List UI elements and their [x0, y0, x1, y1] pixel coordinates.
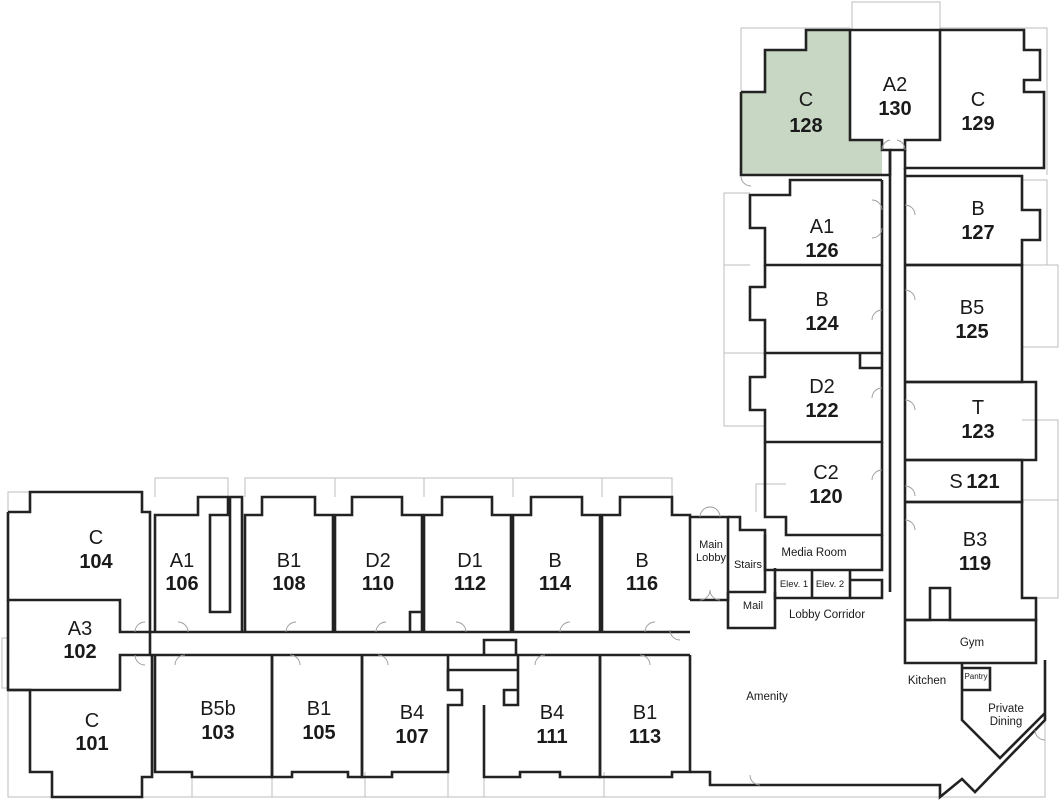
- unit-122[interactable]: D2 122: [750, 353, 882, 442]
- svg-text:B: B: [815, 289, 828, 311]
- unit-111[interactable]: B4 111: [484, 702, 600, 777]
- svg-text:C: C: [85, 710, 99, 732]
- svg-text:122: 122: [805, 400, 838, 422]
- svg-text:119: 119: [959, 553, 991, 575]
- main-lobby-label-2: Lobby: [696, 552, 726, 564]
- svg-text:C: C: [89, 527, 103, 549]
- unit-107[interactable]: B4 107: [362, 655, 448, 777]
- media-room-label: Media Room: [781, 547, 846, 559]
- svg-text:A1: A1: [170, 550, 194, 572]
- svg-text:A3: A3: [68, 618, 92, 640]
- svg-text:111: 111: [536, 726, 567, 748]
- gym-label: Gym: [960, 637, 984, 649]
- svg-text:B4: B4: [540, 702, 564, 724]
- pantry-label: Pantry: [964, 672, 987, 681]
- unit-120[interactable]: C2 120: [765, 442, 882, 535]
- svg-text:121: 121: [966, 471, 999, 493]
- svg-text:128: 128: [789, 115, 822, 137]
- svg-text:120: 120: [809, 486, 842, 508]
- private-dining-label-2: Dining: [990, 716, 1023, 728]
- svg-text:113: 113: [629, 726, 661, 748]
- svg-text:129: 129: [961, 113, 994, 135]
- svg-text:B5: B5: [960, 297, 984, 319]
- svg-text:110: 110: [362, 573, 394, 595]
- unit-105[interactable]: B1 105: [272, 655, 362, 777]
- svg-text:S: S: [949, 471, 962, 493]
- unit-112[interactable]: D1 112: [424, 497, 511, 632]
- svg-text:124: 124: [805, 313, 839, 335]
- svg-text:114: 114: [539, 573, 572, 595]
- svg-text:108: 108: [272, 573, 305, 595]
- svg-text:101: 101: [75, 733, 108, 755]
- unit-114[interactable]: B 114: [513, 497, 600, 632]
- svg-text:125: 125: [955, 321, 988, 343]
- kitchen-label: Kitchen: [908, 675, 946, 687]
- svg-text:106: 106: [165, 573, 198, 595]
- unit-104[interactable]: C 104: [8, 492, 150, 600]
- unit-113[interactable]: B1 113: [600, 655, 690, 777]
- svg-text:C: C: [971, 89, 985, 111]
- svg-text:C2: C2: [813, 462, 839, 484]
- walls: [6, 28, 1047, 800]
- svg-text:B: B: [971, 198, 984, 220]
- main-lobby[interactable]: Main Lobby: [690, 517, 728, 600]
- svg-text:B4: B4: [400, 702, 424, 724]
- main-lobby-label-1: Main: [699, 539, 723, 551]
- unit-106[interactable]: A1 106: [155, 497, 242, 632]
- svg-text:D2: D2: [809, 376, 835, 398]
- svg-text:B3: B3: [963, 529, 987, 551]
- unit-103[interactable]: B5b 103: [155, 655, 272, 777]
- svg-text:123: 123: [961, 421, 994, 443]
- unit-126[interactable]: A1 126: [750, 180, 882, 265]
- unit-130[interactable]: A2 130: [850, 30, 940, 140]
- svg-text:112: 112: [454, 573, 486, 595]
- mail-label: Mail: [743, 600, 763, 612]
- elev-2-label: Elev. 2: [816, 579, 844, 590]
- elev-1-label: Elev. 1: [780, 579, 808, 590]
- svg-text:B1: B1: [307, 698, 331, 720]
- unit-119[interactable]: B3 119: [905, 502, 1022, 598]
- unit-127[interactable]: B 127: [905, 176, 1022, 265]
- unit-121[interactable]: S 121: [905, 460, 1022, 502]
- svg-text:103: 103: [201, 722, 234, 744]
- svg-text:B1: B1: [277, 550, 301, 572]
- unit-110[interactable]: D2 110: [335, 497, 422, 632]
- unit-129[interactable]: C 129: [940, 30, 1044, 168]
- svg-text:C: C: [799, 89, 813, 111]
- stairs-label: Stairs: [734, 559, 763, 571]
- unit-124[interactable]: B 124: [750, 265, 882, 353]
- svg-text:B: B: [635, 550, 648, 572]
- unit-116[interactable]: B 116: [602, 497, 690, 632]
- svg-text:116: 116: [626, 573, 658, 595]
- svg-text:B1: B1: [633, 702, 657, 724]
- door-swings: [134, 139, 1046, 786]
- svg-text:D2: D2: [365, 550, 391, 572]
- svg-text:A2: A2: [883, 74, 907, 96]
- private-dining-label-1: Private: [988, 703, 1024, 715]
- svg-text:104: 104: [79, 551, 113, 573]
- svg-text:B5b: B5b: [200, 698, 236, 720]
- unit-128[interactable]: C 128: [741, 30, 850, 175]
- amenity-label: Amenity: [746, 691, 788, 703]
- unit-125[interactable]: B5 125: [905, 265, 1022, 382]
- lobby-corridor-label: Lobby Corridor: [789, 609, 865, 621]
- svg-text:B: B: [548, 550, 561, 572]
- svg-text:107: 107: [395, 726, 428, 748]
- unit-108[interactable]: B1 108: [245, 497, 333, 632]
- svg-text:D1: D1: [457, 550, 483, 572]
- svg-text:A1: A1: [810, 216, 834, 238]
- svg-text:126: 126: [805, 240, 838, 262]
- unit-102[interactable]: A3 102: [8, 600, 120, 690]
- unit-123[interactable]: T 123: [905, 382, 1036, 460]
- unit-128-highlight: [741, 30, 882, 175]
- svg-text:130: 130: [878, 98, 911, 120]
- svg-text:105: 105: [302, 722, 335, 744]
- svg-text:127: 127: [961, 222, 994, 244]
- unit-101[interactable]: C 101: [8, 690, 152, 797]
- svg-text:102: 102: [63, 641, 96, 663]
- svg-text:T: T: [972, 397, 984, 419]
